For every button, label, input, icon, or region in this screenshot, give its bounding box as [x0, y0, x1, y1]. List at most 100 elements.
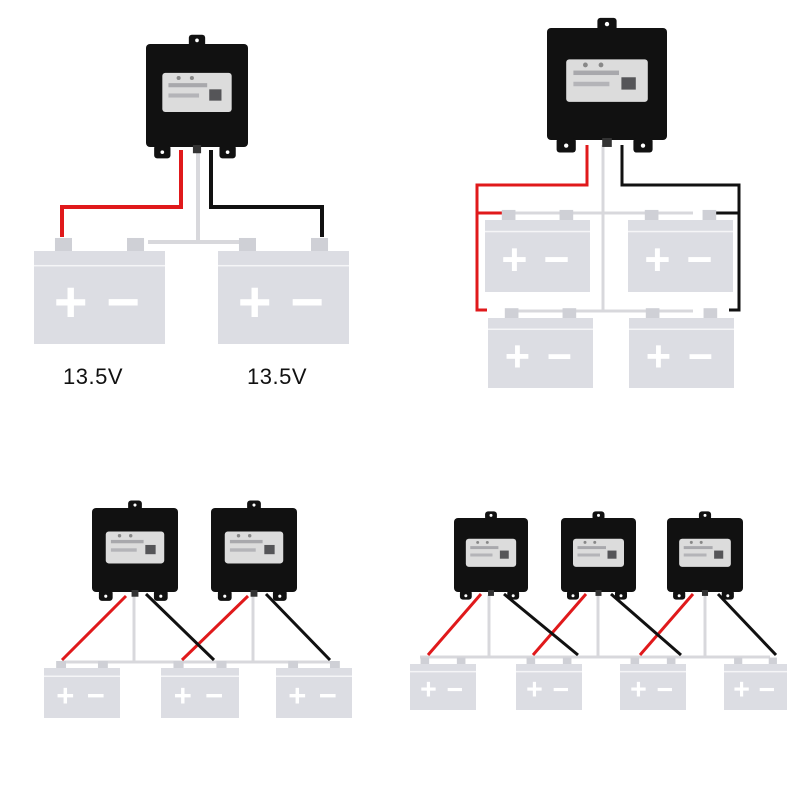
mounting-hole-icon	[564, 143, 569, 148]
balancer-device-3	[92, 500, 178, 601]
mounting-hole-icon	[225, 150, 230, 154]
label-text-line	[683, 553, 707, 557]
indicator-led-icon	[593, 540, 597, 544]
mounting-hole-icon	[677, 594, 681, 598]
positive-wire	[180, 594, 250, 662]
balancer-device-6	[561, 511, 636, 600]
battery-positive-terminal	[501, 209, 516, 221]
negative-wire	[716, 592, 778, 657]
negative-wire	[620, 145, 741, 312]
battery-positive-terminal	[645, 308, 660, 319]
battery-8: +−	[161, 661, 239, 718]
mounting-hole-icon	[252, 503, 256, 507]
balancer-device-2	[547, 17, 667, 153]
battery-lid-line	[488, 328, 593, 330]
indicator-led-icon	[583, 540, 587, 544]
label-text-line	[470, 546, 499, 550]
battery-minus-symbol: −	[543, 236, 569, 285]
battery-positive-terminal	[238, 237, 256, 252]
label-text-line	[110, 548, 137, 552]
positive-wire	[475, 145, 589, 312]
indicator-led-icon	[128, 534, 133, 538]
battery-positive-terminal	[288, 661, 299, 669]
battery-lid-line	[410, 670, 476, 673]
panel-two-battery-single-balancer: +−+−	[34, 34, 349, 344]
positive-wire	[60, 594, 128, 662]
midpoint-link-wire	[148, 150, 246, 244]
battery-minus-symbol: −	[759, 674, 776, 706]
battery-minus-symbol: −	[290, 271, 324, 335]
label-logo-icon	[499, 550, 509, 559]
battery-12: +−	[620, 657, 686, 710]
battery-11: +−	[516, 657, 582, 710]
label-text-line	[470, 553, 493, 557]
indicator-led-icon	[689, 540, 693, 544]
battery-body	[34, 251, 165, 344]
label-text-line	[573, 70, 619, 76]
negative-wire	[264, 592, 332, 662]
balancer-device-7	[667, 511, 743, 600]
battery-lid-line	[44, 675, 120, 677]
label-text-line	[168, 93, 200, 98]
battery-negative-terminal	[768, 657, 777, 665]
mounting-hole-icon	[619, 594, 623, 598]
label-text-line	[229, 548, 256, 552]
balancer-label-plate	[162, 72, 232, 112]
indicator-led-icon	[699, 540, 703, 544]
positive-wire	[638, 593, 695, 656]
battery-minus-symbol: −	[106, 271, 140, 335]
balancer-connector	[595, 590, 602, 596]
battery-negative-terminal	[703, 308, 718, 319]
balancer-connector	[131, 590, 139, 597]
battery-negative-terminal	[456, 657, 466, 665]
battery-plus-symbol: +	[644, 236, 670, 285]
panel-three-battery-two-balancers: +−+−+−	[44, 500, 352, 718]
battery-13: +−	[724, 657, 787, 710]
positive-wire	[426, 593, 483, 656]
mounting-hole-icon	[640, 143, 646, 148]
mounting-hole-icon	[489, 513, 493, 517]
battery-9: +−	[276, 661, 352, 718]
battery-positive-terminal	[504, 308, 519, 319]
label-logo-icon	[145, 544, 156, 555]
panel-four-battery-three-balancers: +−+−+−+−	[410, 511, 787, 710]
indicator-led-icon	[176, 75, 181, 81]
label-text-line	[683, 546, 713, 550]
mounting-hole-icon	[133, 503, 137, 507]
mounting-hole-icon	[159, 594, 163, 598]
indicator-led-icon	[247, 534, 252, 538]
label-text-line	[577, 546, 606, 550]
negative-wire	[610, 592, 682, 657]
battery-lid-line	[516, 670, 582, 673]
battery-negative-terminal	[562, 308, 577, 319]
battery-negative-terminal	[562, 657, 572, 665]
battery-minus-symbol: −	[553, 674, 570, 706]
battery-positive-terminal	[173, 661, 184, 669]
battery-lid-line	[628, 230, 733, 233]
battery-7: +−	[44, 661, 120, 718]
battery-lid-line	[218, 264, 349, 267]
mounting-hole-icon	[726, 594, 730, 598]
battery-6: +−	[629, 308, 734, 388]
battery-positive-terminal	[420, 657, 430, 665]
battery-positive-terminal	[526, 657, 536, 665]
mounting-hole-icon	[604, 21, 610, 27]
battery-plus-symbol: +	[420, 674, 437, 706]
battery-plus-symbol: +	[174, 678, 192, 713]
battery-minus-symbol: −	[688, 333, 713, 381]
mounting-hole-icon	[223, 594, 227, 598]
balancer-label-plate	[465, 538, 517, 567]
mounting-hole-icon	[464, 594, 468, 598]
label-text-line	[110, 539, 144, 544]
negative-wire	[144, 592, 216, 662]
battery-plus-symbol: +	[526, 674, 543, 706]
battery-minus-symbol: −	[447, 674, 464, 706]
negative-wire	[209, 150, 324, 237]
balancer-connector	[701, 590, 709, 596]
battery-lid-line	[724, 670, 787, 673]
battery-minus-symbol: −	[547, 333, 572, 381]
mounting-hole-icon	[278, 594, 282, 598]
indicator-led-icon	[598, 62, 604, 68]
indicator-led-icon	[236, 534, 241, 538]
battery-minus-symbol: −	[319, 678, 337, 713]
